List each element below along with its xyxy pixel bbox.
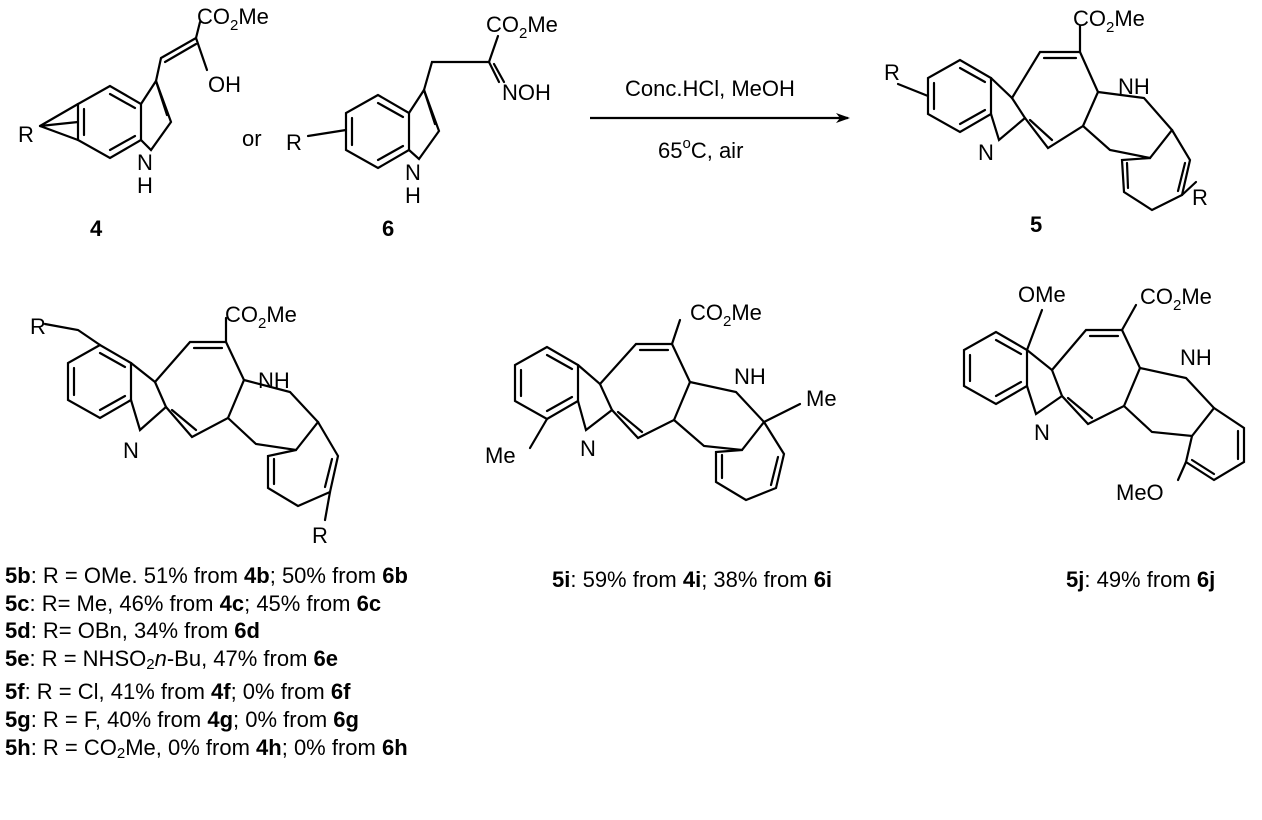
nh-label: NH [734,364,766,389]
n-label: N [580,436,596,461]
yield-row: 5b: R = OMe. 51% from 4b; 50% from 6b [5,563,408,588]
ome-label: OMe [1018,282,1066,307]
nh-label: NH [1180,345,1212,370]
structure-compound-5b-5h: R R N NH CO2Me [30,302,340,548]
yield-row: 5g: R = F, 40% from 4g; 0% from 6g [5,706,359,732]
r-label: R [18,122,34,147]
co2me-label: CO2Me [690,300,762,330]
n-label: N [137,150,153,175]
yield-5i: 5i: 59% from 4i; 38% from 6i [552,567,833,592]
nh-label: NH [258,368,290,393]
reaction-arrow: Conc.HCl, MeOH 65oC, air [590,76,850,163]
h-label: H [137,173,153,198]
yield-row: 5e: R = NHSO2n-Bu, 47% from 6e [5,645,339,673]
r-label: R [884,60,900,85]
co2me-label: CO2Me [1073,6,1145,36]
n-label: N [978,140,994,165]
structure-compound-5i: Me Me N NH CO2Me [485,300,837,502]
compound-label-6: 6 [382,216,394,241]
co2me-label: CO2Me [1140,284,1212,314]
co2me-label: CO2Me [197,4,269,34]
yield-row: 5h: R = CO2Me, 0% from 4h; 0% from 6h [5,734,408,762]
compound-label-4: 4 [90,216,103,241]
yield-row: 5f: R = Cl, 41% from 4f; 0% from 6f [5,679,351,705]
compound-label-5: 5 [1030,212,1042,237]
conditions-top: Conc.HCl, MeOH [625,76,795,101]
noh-label: NOH [502,80,551,105]
structure-compound-6: R N H CO2Me NOH 6 [286,12,558,241]
meo-label: MeO [1116,480,1164,505]
yield-list: 5b: R = OMe. 51% from 4b; 50% from 6b 5c… [5,562,408,767]
n-label: N [1034,420,1050,445]
structure-compound-5: R R N NH CO2Me 5 [884,6,1208,237]
r-label: R [312,523,328,548]
yield-5j: 5j: 49% from 6j [1066,567,1216,592]
oh-label: OH [208,72,241,97]
nh-label: NH [1118,74,1150,99]
n-label: N [405,160,421,185]
co2me-label: CO2Me [225,302,297,332]
or-text: or [242,126,262,151]
n-label: N [123,438,139,463]
r-label: R [30,314,46,339]
conditions-bottom: 65oC, air [658,135,743,163]
r-label: R [286,130,302,155]
me-label: Me [485,443,516,468]
r-label: R [1192,185,1208,210]
structure-compound-5j: OMe MeO N NH CO2Me [962,282,1246,505]
h-label: H [405,183,421,208]
co2me-label: CO2Me [486,12,558,42]
yield-row: 5c: R= Me, 46% from 4c; 45% from 6c [5,590,382,616]
structure-compound-4: R N H CO2Me OH 4 [18,4,269,241]
yield-row: 5d: R= OBn, 34% from 6d [5,618,260,644]
me-label: Me [806,386,837,411]
